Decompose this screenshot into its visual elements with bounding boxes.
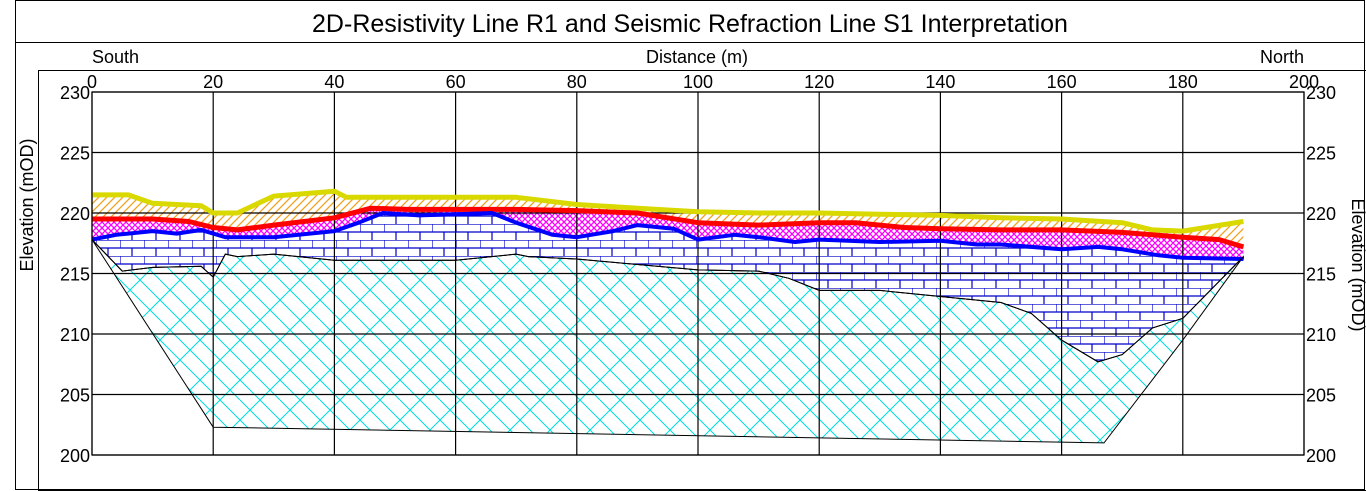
y-tick-label-left: 205 — [60, 386, 90, 406]
y-tick-label-left: 210 — [60, 325, 90, 345]
y-tick-label-left: 225 — [60, 144, 90, 164]
x-axis-label: Distance (m) — [646, 47, 748, 67]
y-tick-label-right: 230 — [1306, 83, 1336, 103]
limestone-base-line — [92, 239, 1244, 363]
y-tick-label-left: 220 — [60, 204, 90, 224]
red-series-line — [92, 205, 1245, 250]
figure-frame — [15, 0, 1365, 490]
x-tick-labels: 0 20 40 60 80 100 120 140 160 180 200 — [87, 72, 1319, 92]
y-axis-label-left: Elevation (mOD) — [17, 138, 37, 271]
y-tick-label-right: 215 — [1306, 265, 1336, 285]
hatch-layer — [92, 191, 1244, 247]
x-tick-label: 0 — [87, 72, 97, 92]
x-tick-label: 60 — [446, 72, 466, 92]
y-tick-label-left: 215 — [60, 265, 90, 285]
surface-series-line — [92, 188, 1244, 234]
x-tick-label: 40 — [324, 72, 344, 92]
y-tick-label-right: 205 — [1306, 386, 1336, 406]
direction-left-label: South — [92, 47, 139, 67]
y-tick-label-right: 200 — [1306, 446, 1336, 466]
x-tick-label: 200 — [1289, 72, 1319, 92]
y-tick-labels: 230 230 225 225 220 220 215 215 210 210 205 205 200 2… — [60, 83, 1336, 466]
x-tick-label: 20 — [203, 72, 223, 92]
direction-right-label: North — [1260, 47, 1304, 67]
plot-area — [91, 91, 1305, 456]
y-tick-label-left: 230 — [60, 83, 90, 103]
chart-title: 2D-Resistivity Line R1 and Seismic Refra… — [312, 10, 1068, 38]
x-tick-label: 100 — [683, 72, 713, 92]
x-tick-label: 80 — [567, 72, 587, 92]
y-tick-label-right: 210 — [1306, 325, 1336, 345]
blue-series-line — [92, 211, 1244, 261]
y-tick-label-right: 225 — [1306, 144, 1336, 164]
x-tick-label: 180 — [1168, 72, 1198, 92]
x-tick-label: 120 — [804, 72, 834, 92]
y-tick-label-left: 200 — [60, 446, 90, 466]
y-tick-label-right: 220 — [1306, 204, 1336, 224]
x-tick-label: 140 — [925, 72, 955, 92]
y-axis-label-right: Elevation (mOD) — [1348, 198, 1366, 331]
x-tick-label: 160 — [1047, 72, 1077, 92]
